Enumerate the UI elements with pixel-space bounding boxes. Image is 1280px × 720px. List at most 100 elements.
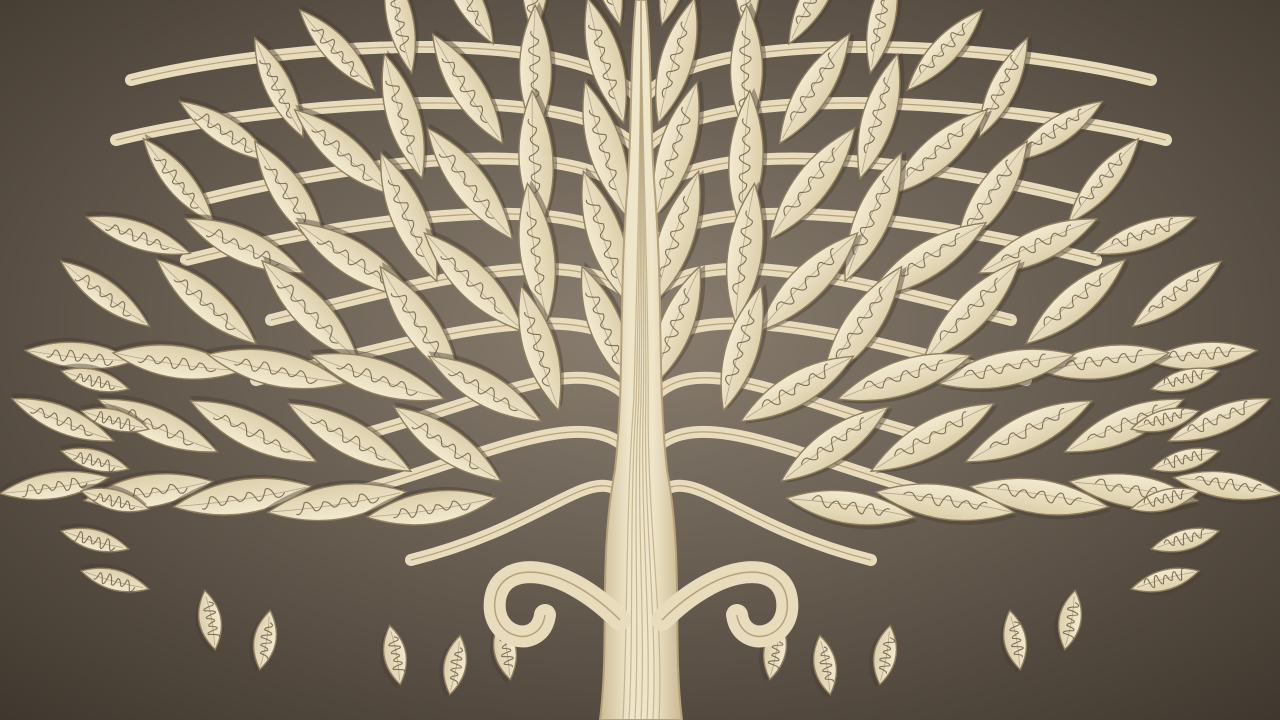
leaf-vein [382, 156, 435, 276]
leaf [59, 256, 151, 328]
leaf [142, 133, 216, 225]
leaf [379, 262, 462, 384]
leaf [381, 50, 428, 181]
leaf-body [1090, 215, 1198, 255]
leaf-script [528, 30, 541, 110]
leaf-script [153, 158, 199, 209]
leaf-script [1143, 408, 1185, 426]
leaf [1149, 527, 1223, 555]
leaf-script [795, 0, 833, 25]
leaf-vein [434, 37, 500, 139]
leaf-body [188, 400, 318, 463]
leaf-body [183, 218, 305, 274]
leaf-vein [881, 492, 1011, 513]
leaf-vein [64, 531, 124, 548]
leaf [155, 254, 258, 345]
leaf [906, 8, 988, 92]
leaf-vein [1071, 141, 1137, 219]
leaf-script [661, 21, 688, 98]
leaf-body [1067, 137, 1140, 225]
leaf-script [870, 0, 890, 52]
leaf-script [658, 288, 690, 363]
leaf-body [111, 344, 244, 380]
leaf-body [778, 32, 851, 145]
leaf-body [652, 80, 700, 218]
leaf-body [977, 218, 1099, 274]
leaf [169, 474, 314, 516]
leaf-body [1008, 100, 1104, 163]
leaf-script [440, 256, 503, 314]
leaf-script [212, 414, 291, 453]
leaf-script [527, 118, 542, 204]
leaf-vein [211, 354, 339, 383]
leaf-script [835, 286, 883, 359]
leaf-script [296, 493, 380, 516]
leaf [757, 231, 863, 333]
leaf-vein [29, 350, 129, 361]
leaf [254, 33, 306, 139]
leaf-vein [585, 85, 625, 211]
leaf-body [84, 215, 192, 255]
leaf-vein [1153, 350, 1253, 361]
leaf-script [29, 407, 93, 437]
leaf-vein [910, 12, 980, 87]
leaf-script [441, 58, 488, 124]
leaf-vein [785, 408, 885, 479]
leaf-vein [662, 0, 691, 20]
leaf [869, 402, 999, 474]
leaf [10, 393, 116, 442]
leaf-script [46, 349, 114, 366]
leaf-script [92, 493, 136, 510]
leaf-script [448, 371, 518, 412]
leaf-script [386, 0, 410, 53]
leaf-script [445, 0, 481, 27]
leaf-body [426, 126, 514, 241]
leaf [383, 0, 419, 75]
leaf [264, 480, 408, 522]
leaf-body [309, 352, 446, 402]
leaf [1149, 367, 1223, 395]
leaf-script [863, 77, 890, 154]
leaf-vein [861, 57, 897, 173]
leaf-script [311, 28, 359, 77]
leaf [260, 255, 361, 363]
leaf-script [939, 277, 998, 341]
leaf-vein [1136, 491, 1196, 508]
leaf-vein [84, 571, 144, 588]
leaf-vein [84, 411, 144, 428]
leaf-script [585, 199, 619, 279]
leaf-script [852, 175, 891, 256]
leaves [0, 0, 1280, 699]
leaf-script [201, 488, 286, 510]
leaf-vein [431, 358, 537, 419]
leaf-body [381, 52, 425, 181]
leaf-script [800, 417, 864, 465]
leaf-body [655, 0, 698, 125]
leaf-vein [64, 451, 124, 468]
leaf-script [73, 452, 116, 473]
leaf-vein [429, 130, 509, 235]
leaf [584, 0, 630, 125]
leaf-body [438, 0, 495, 46]
leaf [1129, 487, 1203, 515]
leaf-body [253, 140, 327, 252]
leaf-vein [584, 175, 627, 299]
leaf-script [738, 118, 751, 203]
leaf-body [252, 609, 278, 671]
leaf-script [1195, 476, 1262, 492]
leaf [787, 0, 848, 46]
leaf [865, 0, 902, 75]
leaf-vein [256, 41, 301, 132]
leaf [59, 443, 131, 473]
leaf [97, 394, 219, 453]
leaf-vein [1173, 399, 1267, 439]
leaf-body [260, 259, 361, 363]
leaf-script [775, 247, 835, 311]
leaf-script [725, 309, 755, 386]
leaf [955, 140, 1033, 252]
leaf-vein [871, 0, 894, 68]
root-curl-left-line [494, 571, 621, 638]
leaf-vein [385, 57, 421, 174]
leaf-script [309, 419, 386, 461]
